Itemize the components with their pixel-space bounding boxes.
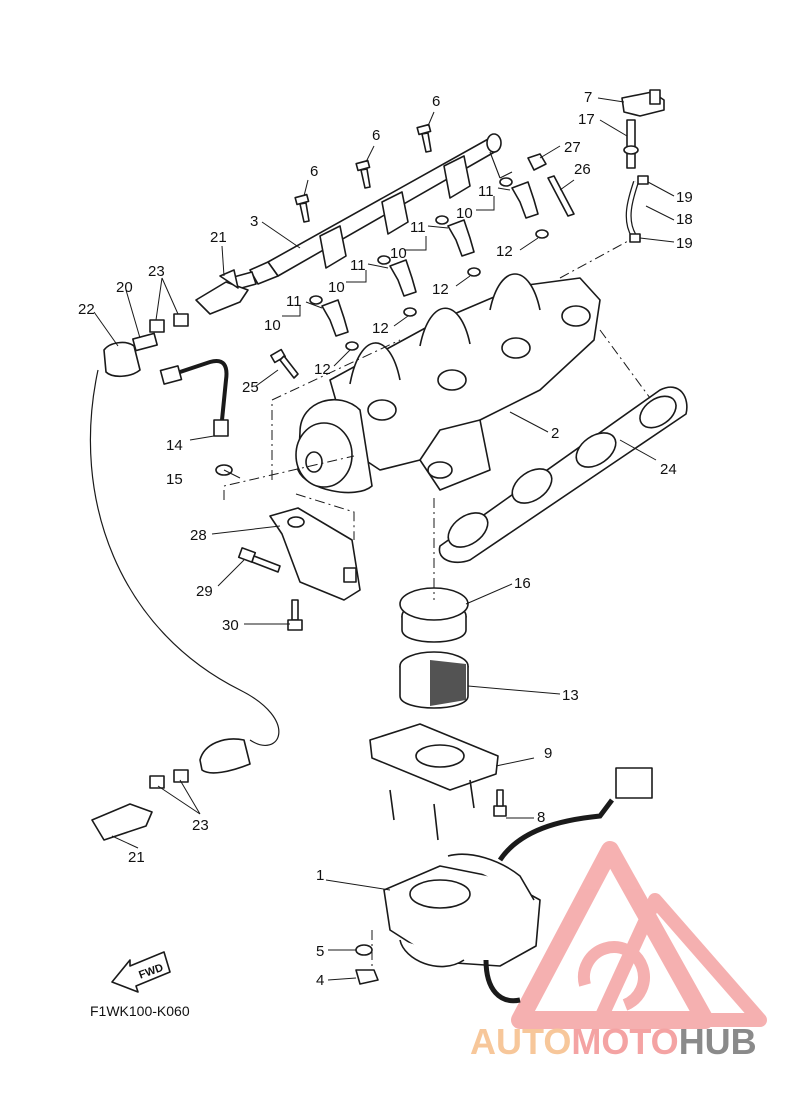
callout-20: 20	[116, 279, 133, 296]
pressure-sensor	[621, 89, 665, 169]
bracket	[269, 507, 361, 601]
callout-13: 13	[562, 687, 579, 704]
washer-5	[355, 944, 373, 956]
injector-3	[435, 215, 475, 257]
diagram-code: F1WK100-K060	[90, 1003, 190, 1019]
fwd-arrow-icon	[111, 951, 171, 993]
bolt-8	[493, 789, 507, 817]
callout-11b: 11	[350, 257, 366, 274]
bolt-25	[270, 348, 299, 379]
intake-ring	[399, 587, 469, 643]
callout-12d: 12	[496, 243, 513, 260]
callout-12c: 12	[432, 281, 449, 298]
callout-10d: 10	[456, 205, 473, 222]
callout-12b: 12	[372, 320, 389, 337]
nut-4	[355, 969, 379, 985]
callout-7: 7	[584, 89, 592, 106]
throttle-body	[383, 767, 653, 1004]
cable-nuts-bottom	[149, 769, 189, 789]
cap-nut	[527, 153, 547, 171]
injector-1	[309, 295, 349, 337]
rail-bolt-3	[416, 123, 432, 153]
callout-18: 18	[676, 211, 693, 228]
manifold-gasket	[438, 386, 688, 564]
callout-19a: 19	[676, 189, 693, 206]
cable-joint-bottom	[91, 803, 153, 841]
callout-11c: 11	[410, 219, 426, 236]
callout-25: 25	[242, 379, 259, 396]
watermark-logo-icon	[511, 841, 767, 1029]
callout-10b: 10	[328, 279, 345, 296]
callout-21a: 21	[210, 229, 227, 246]
rail-bolt-2	[355, 159, 371, 189]
hose-clip-1	[637, 175, 649, 185]
callout-labels: 1 2 3 4 5 6 6 6 7 8 9 10 10 10 10 11 11 …	[78, 89, 693, 989]
hose-clip-2	[629, 233, 641, 243]
watermark-text-hub: HUB	[679, 1021, 757, 1062]
callout-30: 30	[222, 617, 239, 634]
stud-bolt	[547, 175, 575, 217]
svg-text:AUTOMOTOHUB: AUTOMOTOHUB	[470, 1021, 757, 1062]
callout-12a: 12	[314, 361, 331, 378]
throttle-cable	[89, 332, 280, 774]
temperature-sensor	[159, 359, 229, 437]
rail-bolt-1	[294, 193, 310, 223]
flame-arrester	[399, 651, 469, 709]
callout-19b: 19	[676, 235, 693, 252]
callout-5: 5	[316, 943, 324, 960]
callout-14: 14	[166, 437, 183, 454]
callout-22: 22	[78, 301, 95, 318]
callout-11a: 11	[286, 293, 302, 310]
injector-seal-3	[467, 267, 481, 277]
callout-28: 28	[190, 527, 207, 544]
callout-4: 4	[316, 972, 324, 989]
callout-10c: 10	[390, 245, 407, 262]
callout-16: 16	[514, 575, 531, 592]
injector-seal-1	[345, 341, 359, 351]
throttle-plate	[369, 723, 499, 841]
callout-11d: 11	[478, 183, 494, 200]
bolt-29	[237, 547, 281, 573]
callout-23b: 23	[192, 817, 209, 834]
callout-24: 24	[660, 461, 677, 478]
callout-2: 2	[551, 425, 559, 442]
alignment-lines	[223, 239, 651, 966]
callout-6c: 6	[432, 93, 440, 110]
callout-3: 3	[250, 213, 258, 230]
injector-seal-2	[403, 307, 417, 317]
bolt-30	[287, 599, 303, 631]
callout-21b: 21	[128, 849, 145, 866]
injector-2	[377, 255, 417, 297]
callout-29: 29	[196, 583, 213, 600]
watermark-text-auto: AUTO	[470, 1021, 571, 1062]
callout-23a: 23	[148, 263, 165, 280]
callout-6b: 6	[372, 127, 380, 144]
watermark-text-moto: MOTO	[571, 1021, 678, 1062]
fuel-rail	[229, 133, 513, 291]
leader-lines	[93, 97, 675, 981]
intake-manifold	[295, 273, 601, 494]
callout-9: 9	[544, 745, 552, 762]
callout-17: 17	[578, 111, 595, 128]
callout-26: 26	[574, 161, 591, 178]
callout-27: 27	[564, 139, 581, 156]
cable-nuts-top	[149, 313, 189, 333]
injector-4	[499, 177, 539, 219]
callout-10a: 10	[264, 317, 281, 334]
callout-6a: 6	[310, 163, 318, 180]
callout-8: 8	[537, 809, 545, 826]
vacuum-hose	[625, 181, 639, 238]
injector-seal-4	[535, 229, 549, 239]
callout-15: 15	[166, 471, 183, 488]
cable-joint-top	[195, 269, 249, 315]
callout-1: 1	[316, 867, 324, 884]
